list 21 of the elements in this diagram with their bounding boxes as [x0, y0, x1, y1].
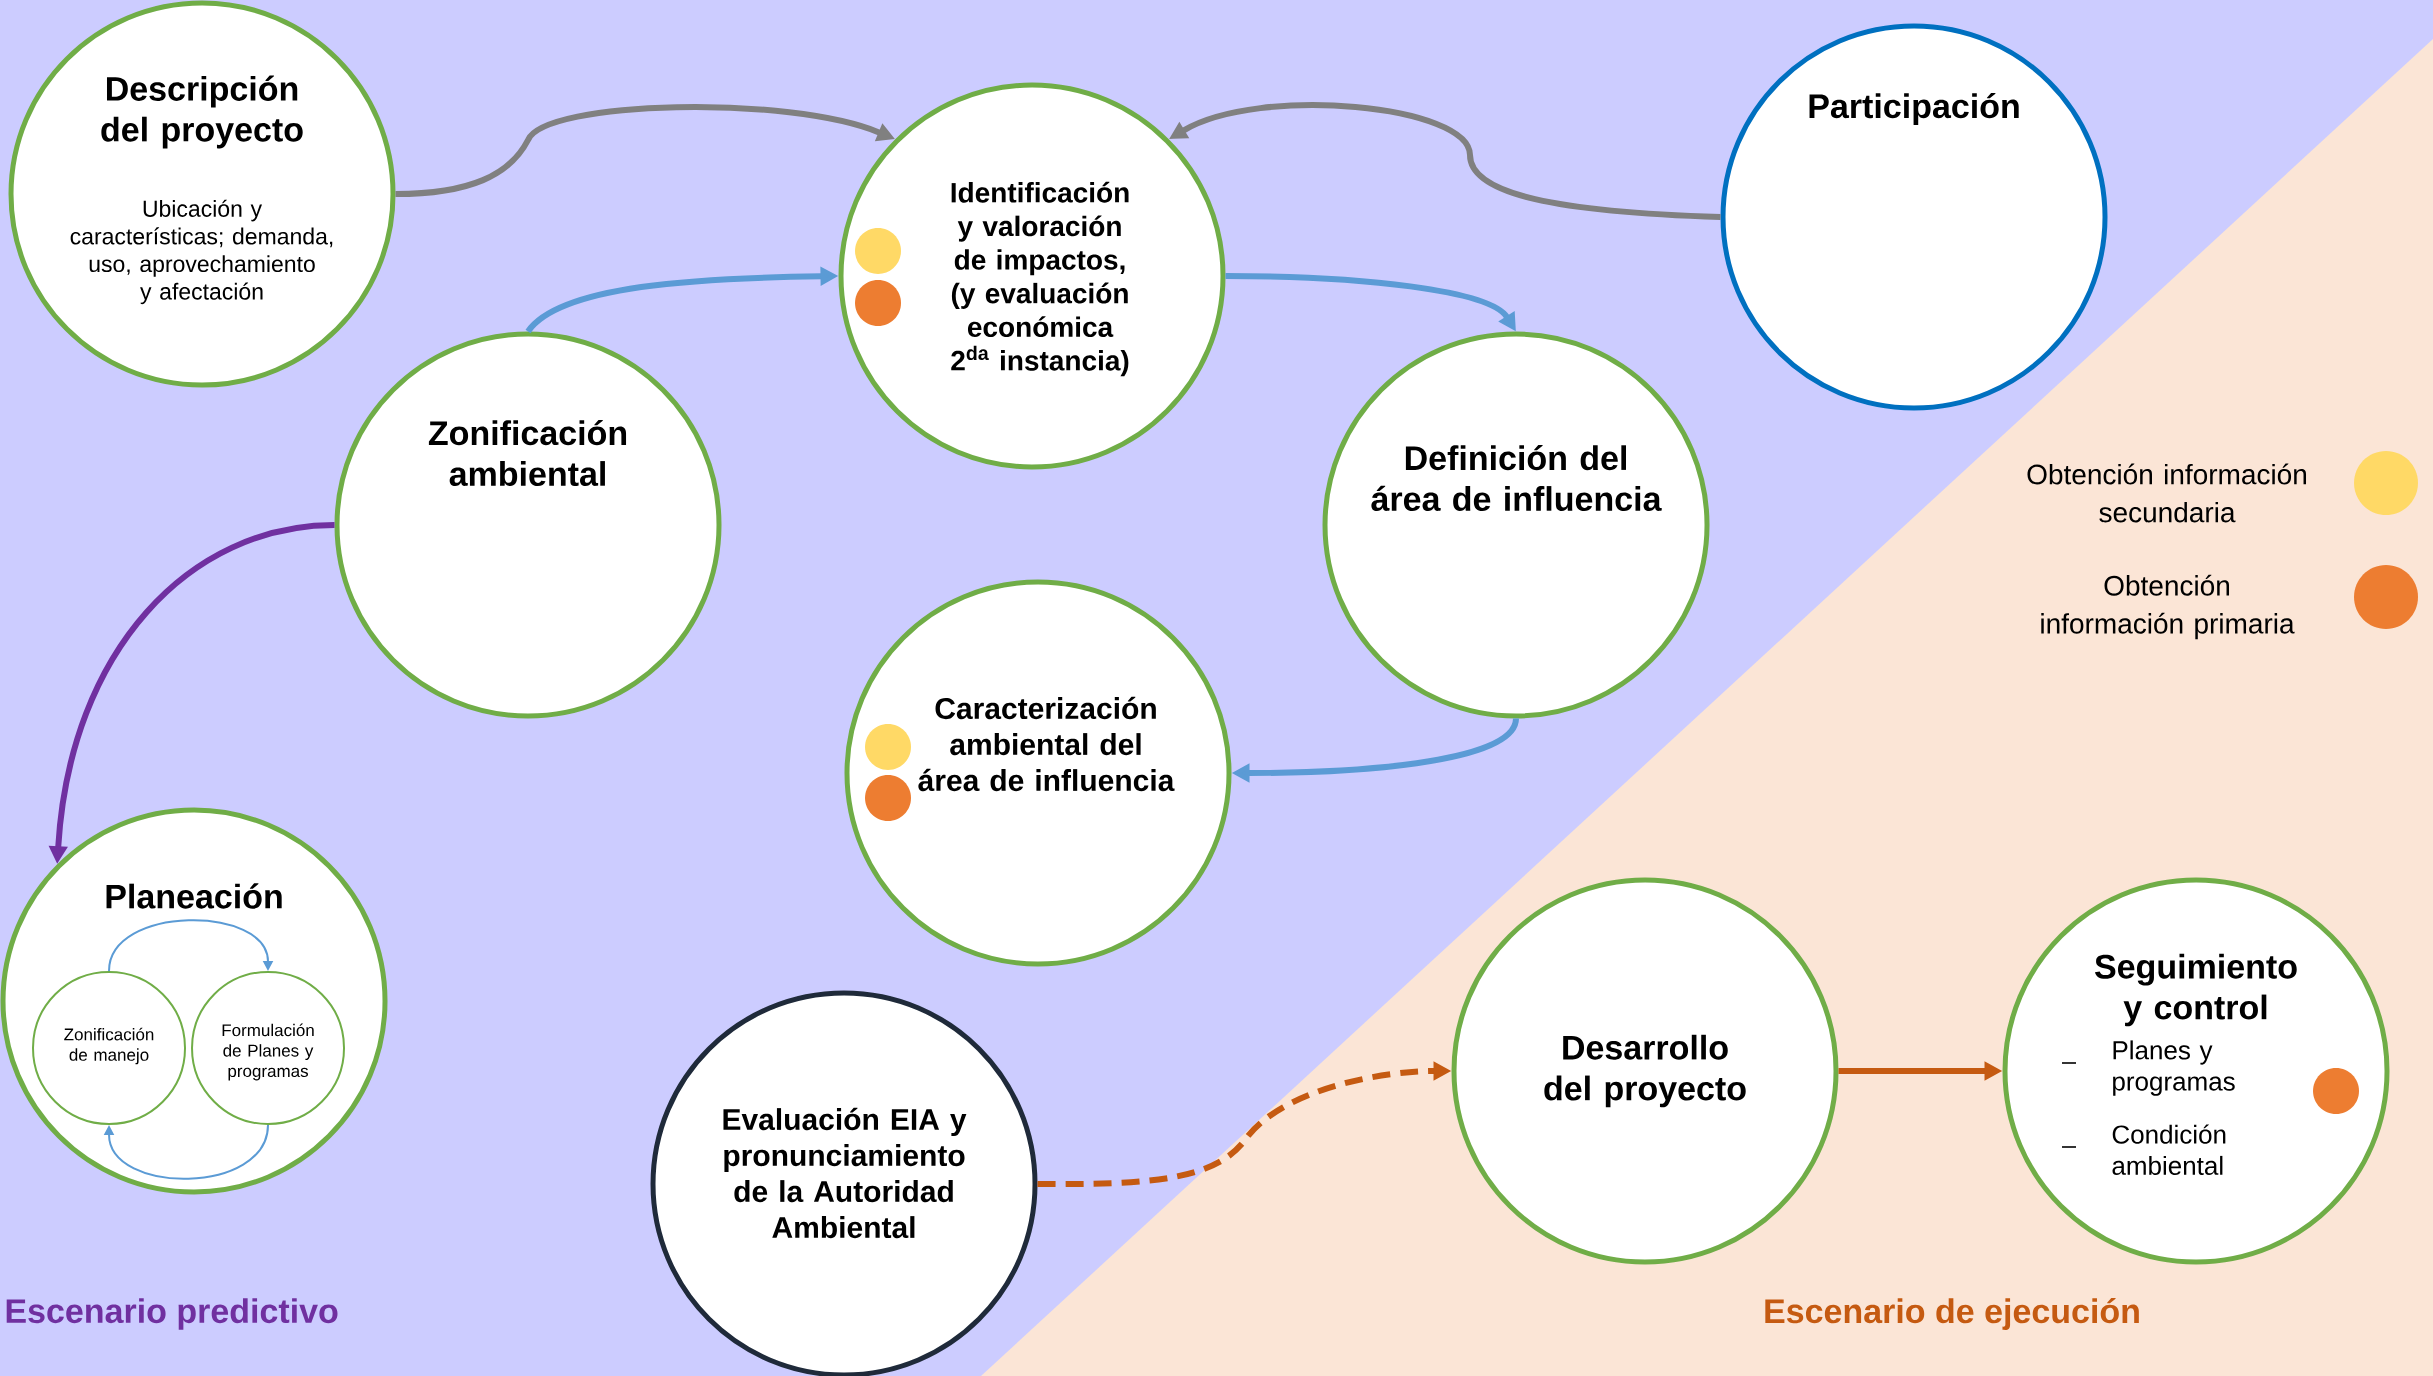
node-description: Ubicación y características; demanda, uso, aprovechamiento y afectación: [70, 199, 333, 305]
list-item: Planes y programas: [2113, 1040, 2235, 1096]
node-title: Descripción del proyecto: [101, 75, 303, 149]
node-label: Formulación de Planes y programas: [222, 1023, 314, 1081]
node-title: Evaluación EIA y pronunciamiento de la Autoridad Ambiental: [723, 1107, 967, 1239]
node-title: Desarrollo del proyecto: [1544, 1034, 1746, 1108]
node-title: Zonificación ambiental: [428, 419, 627, 487]
node-title: Planeación: [106, 883, 282, 909]
scenario-label: Escenario predictivo: [6, 1298, 338, 1330]
node-title: Seguimiento y control: [2095, 953, 2297, 1027]
node-title: Caracterización ambiental del área de influencia: [918, 696, 1175, 792]
node-title: Participación: [1809, 93, 2019, 125]
node-title: Definición del área de influencia: [1371, 444, 1662, 512]
legend-label: Obtención información primaria: [2041, 574, 2295, 640]
scenario-label: Escenario de ejecución: [1765, 1298, 2139, 1330]
legend-label: Obtención información secundaria: [2027, 463, 2306, 523]
list-item: Condición ambiental: [2112, 1124, 2226, 1175]
node-label: Zonificación de manejo: [64, 1027, 154, 1065]
arrow: [108, 919, 274, 972]
arrow: [103, 1124, 269, 1180]
node-title: Identificación y valoración de impactos, (y evaluación económica 2$^{da}$ instancia): [951, 181, 1129, 377]
